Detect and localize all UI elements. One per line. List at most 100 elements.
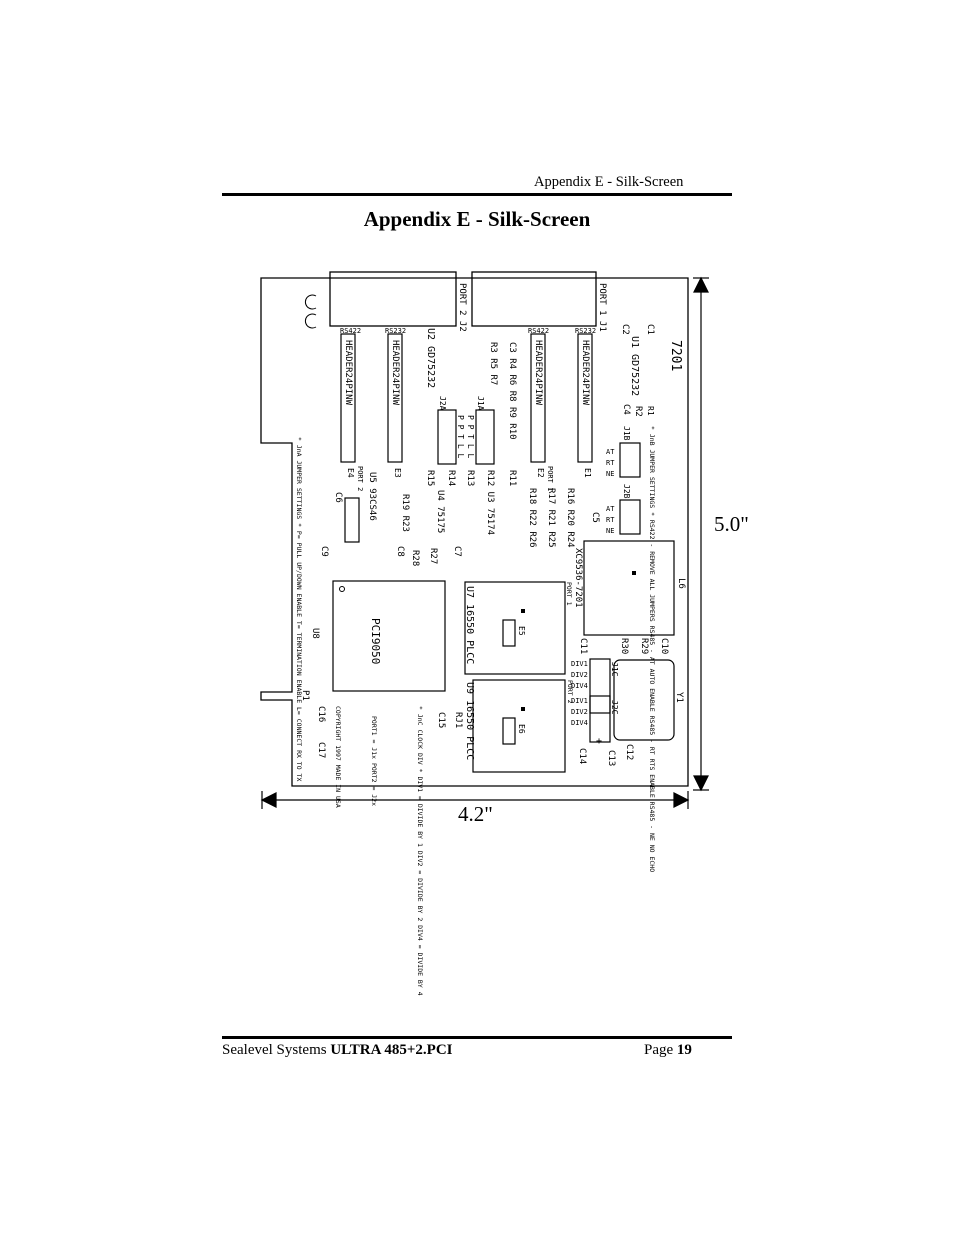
label-div2-b: DIV2 [571,708,588,716]
label-l6: L6 [676,578,686,589]
label-c17: C17 [316,742,326,758]
label-header-e1: HEADER24PINW [580,340,590,406]
label-rs232-a: RS232 [385,327,406,335]
label-c8: C8 [395,546,405,557]
label-r16-r24: R16 R20 R24 [565,488,575,548]
header-strip-e3 [387,333,403,463]
chip-u9 [472,679,566,773]
height-dimension [693,276,709,792]
pin-mark-u9 [521,707,525,711]
label-u9: U9 16550 PLCC [464,682,475,760]
label-c12: C12 [624,744,634,760]
jumper-j1b [619,442,641,478]
label-rt-2: RT [606,516,615,524]
chip-xilinx [583,540,675,636]
footer-company: Sealevel Systems [222,1042,327,1058]
label-div2-a: DIV2 [571,671,588,679]
label-7201: 7201 [668,340,683,371]
label-rs422-a: RS422 [340,327,361,335]
header-strip-e4 [340,333,356,463]
label-resistors-b: R3 R5 R7 [488,342,498,385]
pin-mark-u7 [521,609,525,613]
label-port2-uart: PORT 2 [566,680,574,704]
label-rs422-b: RS422 [528,327,549,335]
label-rj1: RJ1 [453,712,463,728]
label-ne-2: NE [606,527,614,535]
label-at-2: AT [606,505,615,513]
chip-u5 [344,497,360,543]
jumper-e5 [502,619,516,647]
label-r13: R13 [465,470,475,486]
header-rule [222,193,732,196]
label-r17-r25: R17 R21 R25 [546,488,556,548]
label-port1-uart: PORT 1 [565,582,573,606]
label-j2b: J2B [622,484,631,499]
mounting-marks [304,294,317,329]
label-port1-small-header: PORT 1 [546,466,554,491]
label-port2-j2: PORT 2 J2 [457,283,467,332]
label-r19-r23: R19 R23 [400,494,410,532]
label-r18-r26: R18 R22 R26 [527,488,537,548]
label-u7: U7 16550 PLCC [464,586,475,664]
label-header-e4: HEADER24PINW [343,340,353,406]
pin1-mark [339,586,345,592]
label-c2: C2 [620,324,630,335]
jumper-e6 [502,717,516,745]
footer-page-label: Page [644,1042,674,1058]
label-port2-small-header: PORT 2 [356,466,364,491]
label-c7: C7 [452,546,462,557]
label-j1b: J1B [622,426,631,441]
jumper-notes-right: * JnB JUMPER SETTINGS * RS422 - REMOVE A… [648,426,656,872]
jumper-j2b [619,499,641,535]
label-c1: C1 [645,324,655,335]
label-c5: C5 [590,512,600,523]
label-u8: U8 [310,628,320,639]
board-outline [260,277,689,787]
copyright-notice: COPYRIGHT 1997 MADE IN USA [334,706,342,808]
label-port1-j1: PORT 1 J1 [597,283,607,332]
label-e4: E4 [346,468,355,478]
width-dimension [260,791,690,809]
label-r1: R1 [646,406,655,416]
label-j1a: J1A [476,396,485,411]
label-div1-b: DIV1 [571,697,588,705]
label-r28: R28 [410,550,420,566]
running-header: Appendix E - Silk-Screen [534,174,684,190]
label-c4: C4 [621,404,631,415]
label-c15: C15 [436,712,446,728]
label-pci9050: PCI9050 [369,618,382,664]
clock-notes: * JnC CLOCK DIV * DIV1 = DIVIDE BY 1 DIV… [416,706,424,996]
crystal-y1 [613,659,675,741]
chip-pci9050 [332,580,446,692]
label-rt-1: RT [606,459,615,467]
label-e3: E3 [393,468,402,478]
jumper-notes-left: * JnA JUMPER SETTINGS * P= PULL UP/DOWN … [295,437,303,781]
label-j2c: J2C [610,700,619,715]
chip-u7 [464,581,566,675]
jumper-j1c [589,658,611,714]
label-e1: E1 [583,468,592,478]
label-r15: R15 [425,470,435,486]
connector-j2 [329,271,457,327]
port-clock-notes: PORT1 = J1x PORT2 = J2x [370,716,378,806]
label-j2a: J2A [438,396,447,411]
label-div1-a: DIV1 [571,660,588,668]
label-j1c: J1C [610,662,619,677]
footer-page-number: 19 [676,1042,692,1058]
footer-rule [222,1036,732,1039]
label-at-1: AT [606,448,615,456]
label-u2: U2 GD75232 [425,328,436,388]
connector-j1 [471,271,597,327]
label-e2: E2 [536,468,545,478]
label-p1: P1 [300,690,310,701]
label-pptll-b: P P T L L [466,415,475,459]
width-label: 4.2" [458,802,493,826]
footer-product-name: ULTRA 485+2.PCI [330,1042,453,1058]
label-c9: C9 [319,546,329,557]
label-u4: U4 75175 [435,490,445,533]
label-rs232-b: RS232 [575,327,596,335]
pin-mark-xilinx [632,571,636,575]
label-div4-a: DIV4 [571,682,588,690]
jumper-j1a [475,409,495,465]
